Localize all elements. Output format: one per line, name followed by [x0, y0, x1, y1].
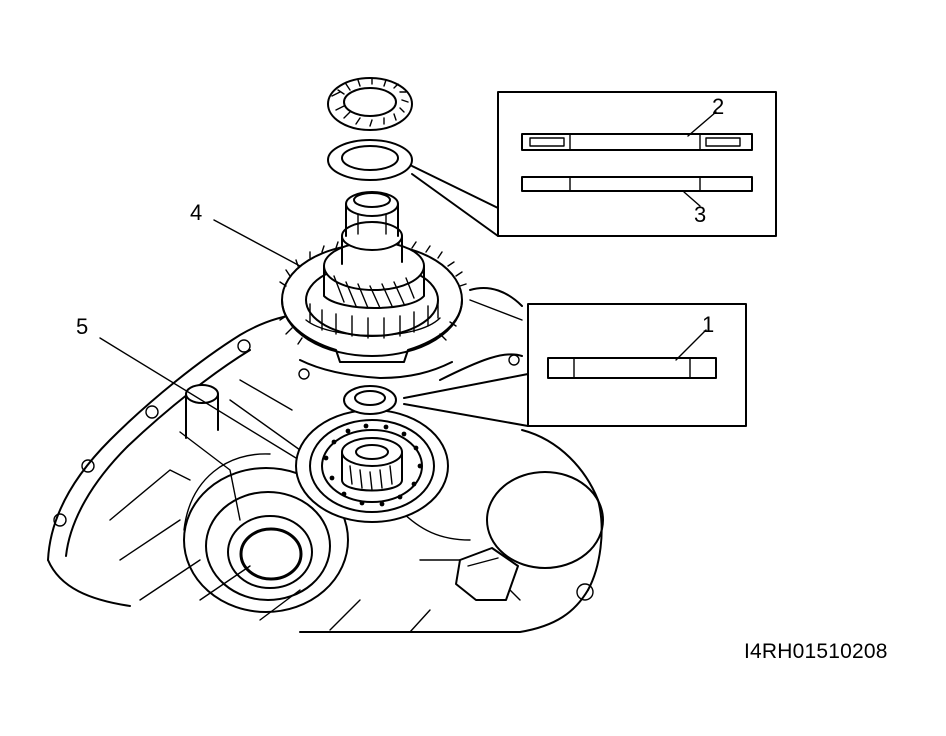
- callout-label-3: 3: [694, 202, 706, 227]
- figure-code: I4RH01510208: [744, 640, 888, 663]
- callout-box-lower: [403, 303, 747, 427]
- callout-label-1: 1: [702, 312, 714, 337]
- thrust-washer-1: [343, 385, 397, 415]
- leader-line-5: [99, 337, 297, 459]
- leader-line-4: [213, 219, 301, 267]
- callout-box-upper: [411, 91, 777, 237]
- thrust-washer-3: [327, 139, 413, 181]
- callout-label-2: 2: [712, 94, 724, 119]
- gear-assembly: [279, 191, 467, 363]
- callout-label-4: 4: [190, 200, 202, 225]
- bearing-assembly: [295, 409, 449, 523]
- thrust-bearing-2: [327, 77, 413, 131]
- transmission-case: [47, 287, 604, 633]
- callout-label-5: 5: [76, 314, 88, 339]
